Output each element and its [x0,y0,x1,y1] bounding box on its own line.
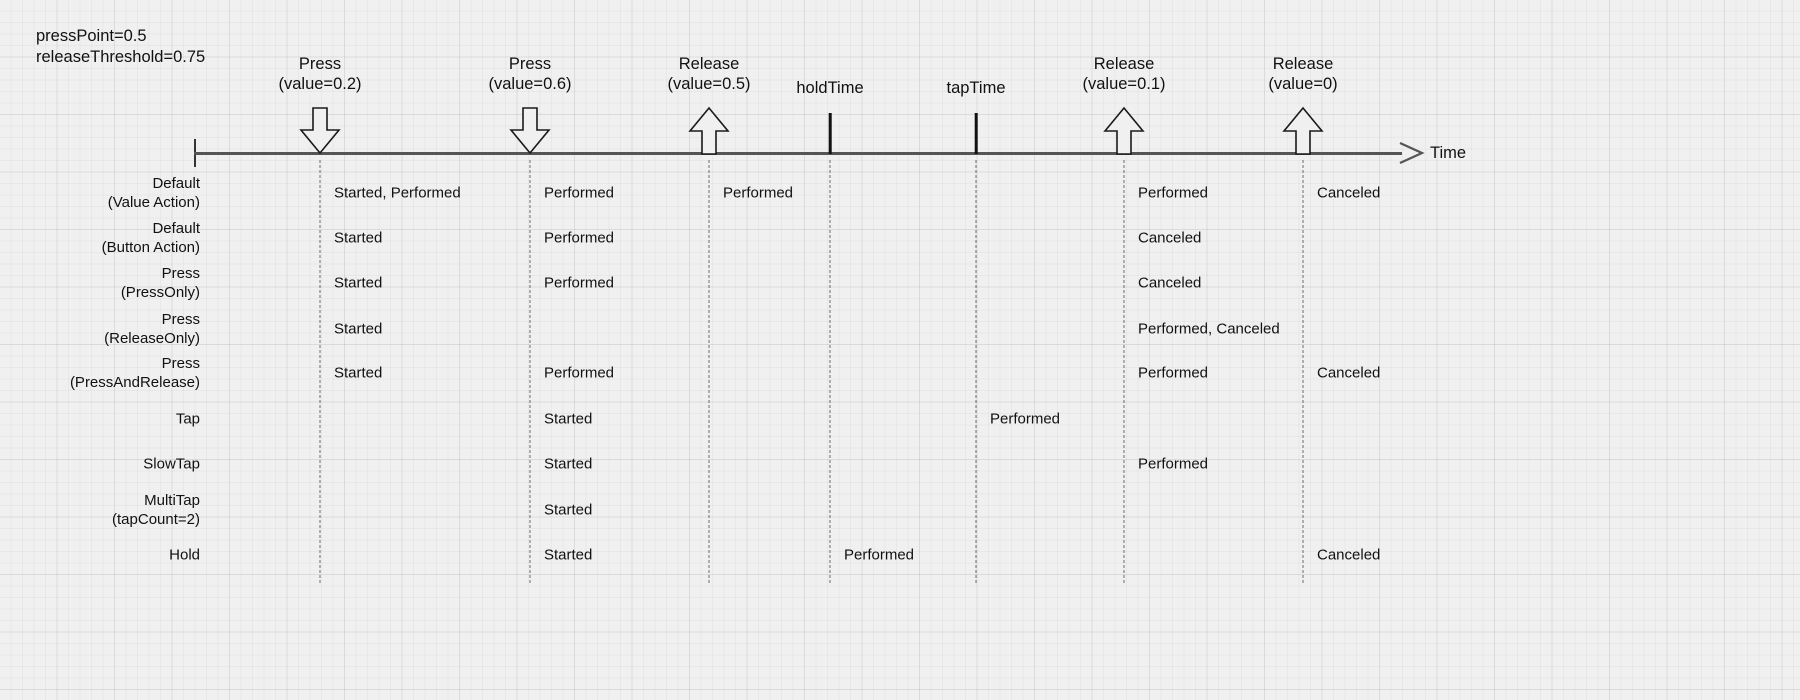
time-marker-holdtime [828,113,832,154]
phase-cell: Performed [1138,184,1209,202]
column-guide-release2 [1123,160,1125,583]
row-label-multitap-tapcount-2: MultiTap (tapCount=2) [112,491,200,529]
row-label-slowtap: SlowTap [143,454,200,473]
row-label-tap: Tap [176,409,200,428]
time-axis-label: Time [1430,144,1467,162]
time-axis-arrow-icon [1398,141,1426,165]
event-label-line1: Release [1272,55,1334,73]
press-arrow-down-icon-press2 [507,107,553,155]
phase-cell: Started [334,274,383,292]
row-label-line1: Default [152,219,200,237]
row-label-line1: SlowTap [143,455,200,473]
phase-cell: Started [334,320,383,338]
phase-cell: Performed [1138,364,1209,382]
time-marker-taptime [974,113,978,154]
event-label-line1: Press [508,55,552,73]
row-label-press-pressonly: Press (PressOnly) [121,264,200,302]
event-label-line2: (value=0.6) [488,75,572,94]
row-label-default-value-action: Default (Value Action) [108,174,200,212]
row-label-line1: Hold [169,546,200,564]
phase-cell: Performed [544,364,615,382]
column-guide-press1 [319,160,321,583]
column-guide-release3 [1302,160,1304,583]
phase-cell: Performed [544,184,615,202]
event-label-release1: Release (value=0.5) [667,54,750,94]
phase-cell: Started [334,364,383,382]
event-label-release3: Release (value=0) [1268,54,1337,94]
phase-cell: Performed [544,274,615,292]
phase-cell: Started [334,229,383,247]
parameter-press-point: pressPoint=0.5 [36,27,147,45]
row-label-line1: Default [152,174,200,192]
phase-cell: Started, Performed [334,184,461,202]
phase-cell: Started [544,501,593,519]
column-guide-taptime [975,160,977,583]
time-axis-line [194,152,1402,155]
event-label-line1: holdTime [796,79,864,97]
phase-cell: Started [544,410,593,428]
row-label-line1: Press [161,310,200,328]
event-label-line2: (value=0.2) [278,75,362,94]
phase-cell: Canceled [1138,274,1202,292]
row-label-line1: Tap [175,410,200,428]
row-label-hold: Hold [169,545,200,564]
row-label-line2: (tapCount=2) [112,511,200,528]
event-label-line1: Release [678,55,740,73]
row-label-line1: Press [161,264,200,282]
event-label-taptime: tapTime [947,78,1006,98]
row-label-line2: (PressOnly) [120,284,200,301]
event-label-release2: Release (value=0.1) [1082,54,1165,94]
column-guide-press2 [529,160,531,583]
event-label-line2: (value=0.5) [667,75,751,94]
row-label-line1: Press [161,354,200,372]
event-label-line1: Release [1093,55,1155,73]
phase-cell: Performed [844,546,915,564]
phase-cell: Performed [544,229,615,247]
phase-cell: Canceled [1317,364,1381,382]
event-label-press2: Press (value=0.6) [488,54,571,94]
phase-cell: Performed [723,184,794,202]
parameter-release-threshold: releaseThreshold=0.75 [36,47,206,66]
press-arrow-down-icon-press1 [297,107,343,155]
phase-cell: Canceled [1317,546,1381,564]
event-label-line2: (value=0) [1268,75,1338,94]
row-label-line1: MultiTap [144,491,200,509]
release-arrow-up-icon-release2 [1101,106,1147,155]
phase-cell: Performed, Canceled [1138,320,1280,338]
event-label-line1: tapTime [946,79,1006,97]
phase-cell: Canceled [1138,229,1202,247]
row-label-line2: (Value Action) [107,194,200,211]
parameter-note: pressPoint=0.5 releaseThreshold=0.75 [36,26,205,67]
column-guide-holdtime [829,160,831,583]
row-label-press-pressandrelease: Press (PressAndRelease) [70,354,200,392]
column-guide-release1 [708,160,710,583]
phase-cell: Started [544,455,593,473]
row-label-line2: (Button Action) [101,239,200,256]
row-label-default-button-action: Default (Button Action) [102,219,200,257]
phase-cell: Canceled [1317,184,1381,202]
row-label-line2: (PressAndRelease) [69,374,200,391]
phase-cell: Performed [1138,455,1209,473]
event-label-line1: Press [298,55,342,73]
phase-cell: Performed [990,410,1061,428]
release-arrow-up-icon-release3 [1280,106,1326,155]
row-label-line2: (ReleaseOnly) [104,330,200,347]
release-arrow-up-icon-release1 [686,106,732,155]
event-label-line2: (value=0.1) [1082,75,1166,94]
phase-cell: Started [544,546,593,564]
row-label-press-releaseonly: Press (ReleaseOnly) [104,310,200,348]
event-label-press1: Press (value=0.2) [278,54,361,94]
event-label-holdtime: holdTime [796,78,863,98]
